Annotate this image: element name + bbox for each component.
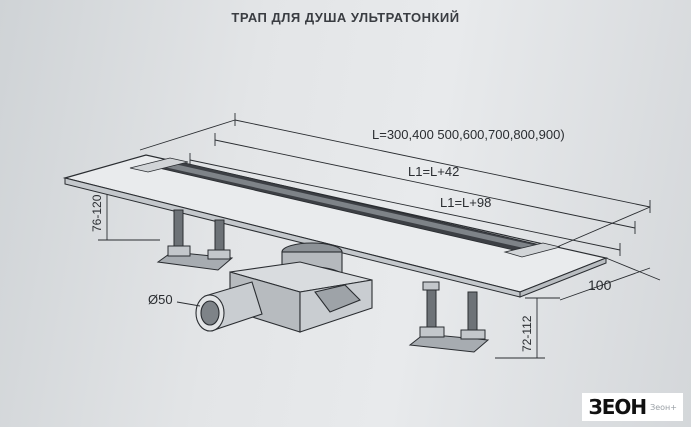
extension-line bbox=[605, 257, 661, 281]
dimension-line-l1-b bbox=[189, 159, 621, 251]
foot-screw bbox=[467, 291, 478, 333]
adjustable-foot-right bbox=[408, 281, 490, 353]
l1-b-label: L1=L+98 bbox=[440, 195, 491, 210]
siphon-inlet-recess bbox=[314, 284, 361, 313]
height-left-label: 76-120 bbox=[90, 194, 104, 232]
drain-grate-stripe bbox=[160, 163, 538, 249]
extension-line bbox=[549, 206, 651, 251]
siphon-assembly bbox=[195, 242, 373, 333]
tray-side-edge bbox=[519, 257, 607, 298]
l1-a-label: L1=L+42 bbox=[408, 164, 459, 179]
foot-nut bbox=[167, 245, 191, 257]
diagram-title: ТРАП ДЛЯ ДУША УЛЬТРАТОНКИЙ bbox=[231, 10, 460, 25]
dimension-line-width bbox=[559, 267, 651, 301]
pipe-diameter-leader bbox=[176, 301, 201, 307]
dimension-line-l1-a bbox=[214, 139, 636, 229]
width-label: 100 bbox=[588, 277, 612, 293]
foot-nut bbox=[460, 329, 486, 340]
height-right-label: 72-112 bbox=[520, 315, 534, 352]
logo-subtext: Зеон+ bbox=[650, 402, 677, 412]
adjustable-foot-left bbox=[156, 209, 234, 271]
foot-top-nut bbox=[422, 281, 440, 291]
extension-line bbox=[139, 119, 236, 151]
brand-logo: ЗЕОН Зеон+ bbox=[582, 393, 683, 421]
grate-end-cap-right bbox=[503, 242, 561, 258]
length-label: L=300,400 500,600,700,800,900) bbox=[372, 127, 565, 142]
outlet-pipe-bore bbox=[200, 300, 220, 326]
foot-nut bbox=[207, 249, 231, 260]
logo-mark: ЗЕОН bbox=[588, 395, 647, 419]
grate-end-cap-left bbox=[129, 157, 189, 173]
drain-tray bbox=[62, 154, 609, 298]
foot-nut bbox=[419, 326, 445, 338]
foot-screw bbox=[426, 284, 437, 334]
dimension-line-l bbox=[234, 119, 651, 208]
height-dimension-right bbox=[495, 297, 560, 359]
pipe-diameter-label: Ø50 bbox=[148, 292, 173, 307]
